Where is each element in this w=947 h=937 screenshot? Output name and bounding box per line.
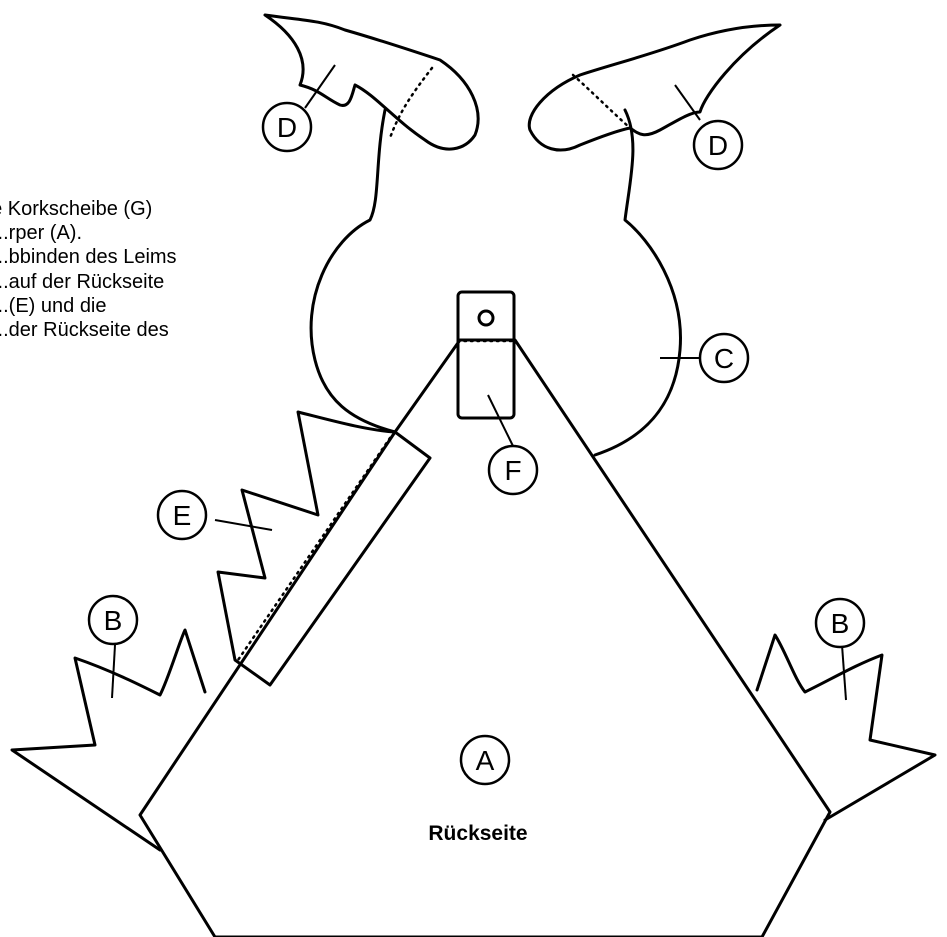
foot-b-left xyxy=(10,628,207,852)
body-a-outline xyxy=(138,338,832,937)
tab-f-hole xyxy=(477,309,495,327)
ear-d-left xyxy=(263,13,480,151)
instruction-line-1: ...ie Korkscheibe (G) xyxy=(0,198,153,220)
leader-d-right xyxy=(674,84,701,121)
label-circle-d-left xyxy=(261,101,313,153)
label-a: A xyxy=(476,745,495,776)
label-circle-b-left xyxy=(87,594,139,646)
tab-f-outline xyxy=(456,290,516,420)
label-f: F xyxy=(504,455,521,486)
instruction-line-5: ...(E) und die xyxy=(0,295,107,317)
foot-b-right xyxy=(755,633,937,822)
label-b-right: B xyxy=(831,608,850,639)
instruction-line-2: ...rper (A). xyxy=(0,222,83,244)
ear-d-right xyxy=(527,23,782,152)
label-e: E xyxy=(173,500,192,531)
instruction-line-6: ...der Rückseite des xyxy=(0,319,169,341)
leader-f xyxy=(487,394,514,447)
fold-line-spike xyxy=(236,436,392,662)
label-circle-b-right xyxy=(814,597,866,649)
label-circle-a xyxy=(459,734,511,786)
leader-b-right xyxy=(841,644,847,701)
leader-e xyxy=(214,519,273,531)
label-circle-d-right xyxy=(692,119,744,171)
instruction-line-4: ...auf der Rückseite xyxy=(0,271,165,293)
leader-d-left xyxy=(304,64,336,109)
label-d-right: D xyxy=(708,130,728,161)
label-d-left: D xyxy=(277,112,297,143)
leader-b-left xyxy=(111,644,116,699)
fold-line-right-ear xyxy=(571,73,632,130)
back-side-label: Rückseite xyxy=(428,822,527,845)
fold-line-left-ear xyxy=(388,66,434,140)
label-b-left: B xyxy=(104,605,123,636)
instruction-text: ...ie Korkscheibe (G) ...rper (A). ...bb… xyxy=(0,198,260,398)
label-circle-c xyxy=(698,332,750,384)
body-c-outline xyxy=(309,108,682,457)
label-c: C xyxy=(714,343,734,374)
label-circle-f xyxy=(487,444,539,496)
label-circle-e xyxy=(156,489,208,541)
instruction-line-3: ...bbinden des Leims xyxy=(0,246,177,268)
spike-e-outline xyxy=(216,410,432,687)
